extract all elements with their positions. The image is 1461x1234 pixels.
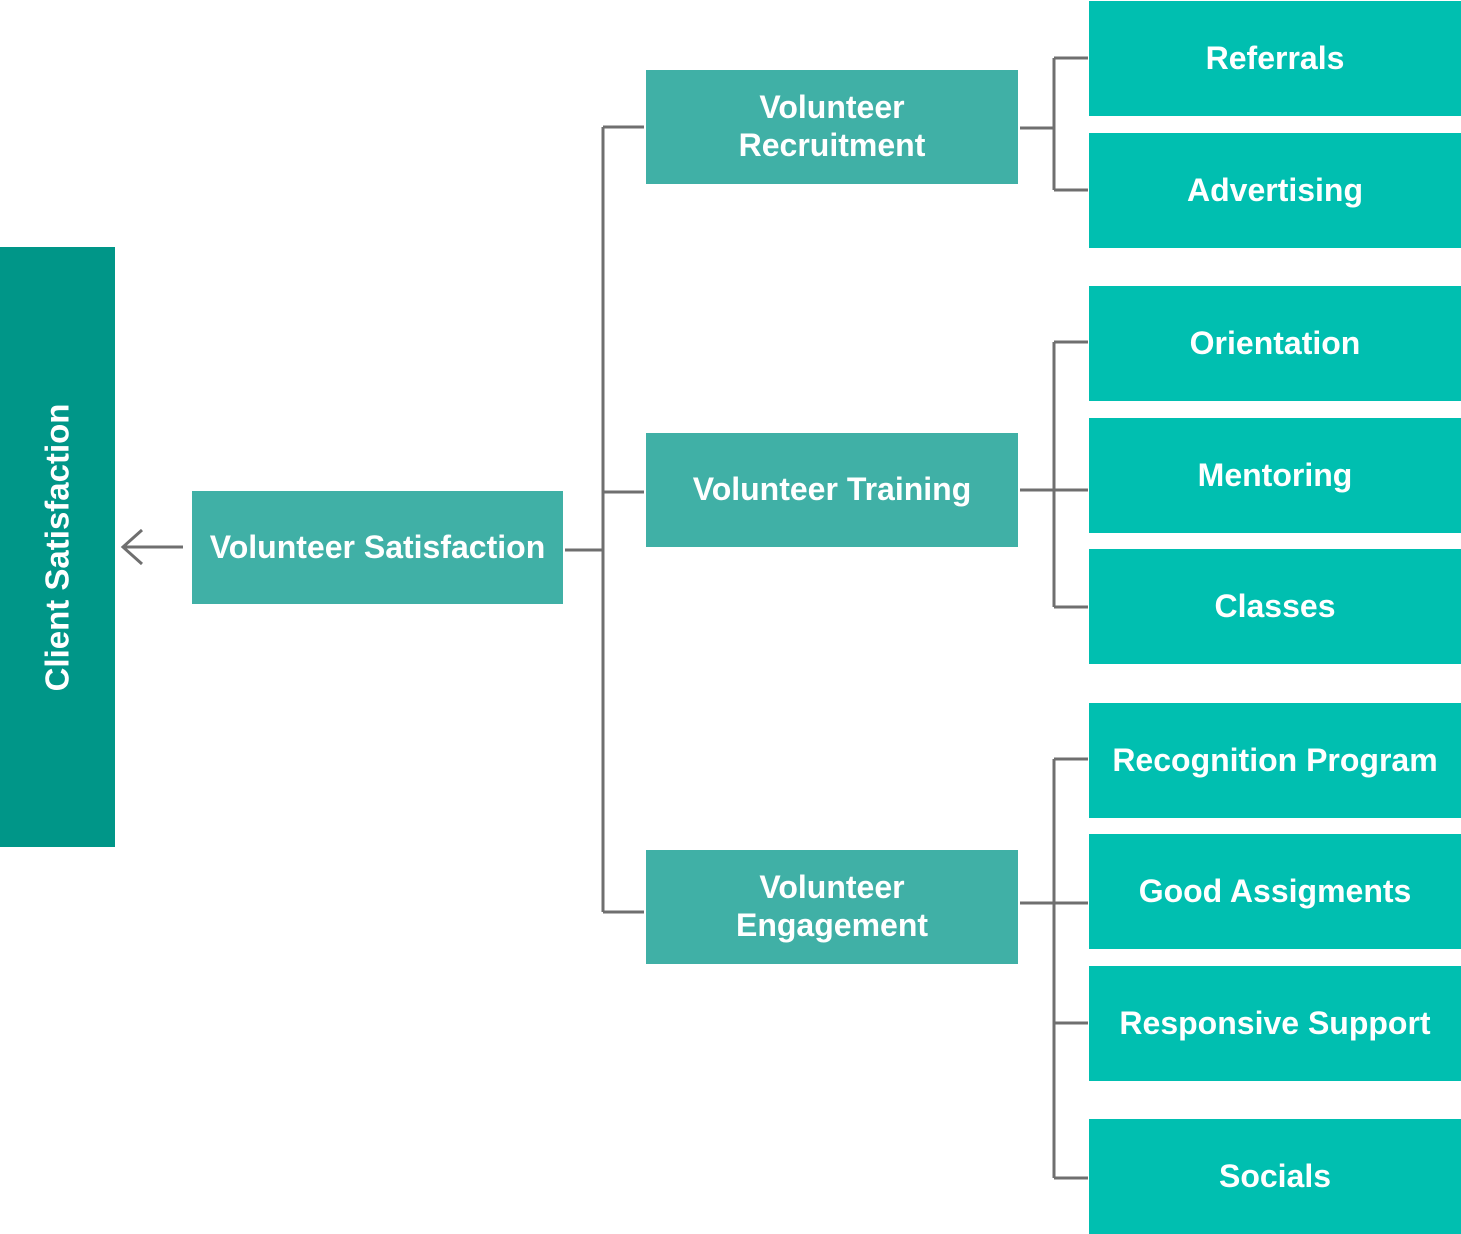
leaf-mentoring: Mentoring: [1089, 418, 1461, 533]
connector-center-trunk: [565, 125, 644, 914]
leaf-orientation: Orientation: [1089, 286, 1461, 401]
leaf-socials: Socials: [1089, 1119, 1461, 1234]
leaf-referrals: Referrals: [1089, 1, 1461, 116]
leaf-classes: Classes: [1089, 549, 1461, 664]
volunteer-recruitment-node: Volunteer Recruitment: [646, 70, 1018, 184]
volunteer-engagement-label-line1: Volunteer: [759, 869, 905, 906]
volunteer-recruitment-label-line2: Recruitment: [738, 127, 926, 163]
leaf-label: Classes: [1214, 587, 1336, 624]
leaf-advertising: Advertising: [1089, 133, 1461, 248]
volunteer-training-label: Volunteer Training: [692, 471, 972, 508]
volunteer-satisfaction-node: Volunteer Satisfaction: [192, 491, 563, 604]
leaf-label: Advertising: [1186, 171, 1364, 208]
connector-recruitment-group: [1020, 56, 1088, 192]
leaf-label: Referrals: [1205, 39, 1345, 76]
volunteer-engagement-label-line2: Engagement: [735, 907, 929, 943]
connector-training-group: [1020, 340, 1088, 609]
client-satisfaction-node: Client Satisfaction: [0, 247, 115, 847]
leaf-good-assigments: Good Assigments: [1089, 834, 1461, 949]
client-satisfaction-label: Client Satisfaction: [38, 403, 76, 691]
leaf-label: Socials: [1218, 1157, 1332, 1194]
leaf-recognition-program: Recognition Program: [1089, 703, 1461, 818]
volunteer-satisfaction-label: Volunteer Satisfaction: [209, 528, 546, 565]
arrow-head: [120, 528, 144, 566]
leaf-responsive-support: Responsive Support: [1089, 966, 1461, 1081]
volunteer-training-node: Volunteer Training: [646, 433, 1018, 547]
leaf-label: Recognition Program: [1112, 741, 1438, 778]
leaf-label: Orientation: [1189, 324, 1361, 361]
connector-engagement-group: [1020, 757, 1088, 1180]
leaf-label: Good Assigments: [1138, 872, 1412, 909]
volunteer-engagement-node: Volunteer Engagement: [646, 850, 1018, 964]
volunteer-recruitment-label-line1: Volunteer: [759, 89, 905, 126]
leaf-label: Mentoring: [1197, 456, 1353, 493]
leaf-label: Responsive Support: [1119, 1004, 1431, 1041]
